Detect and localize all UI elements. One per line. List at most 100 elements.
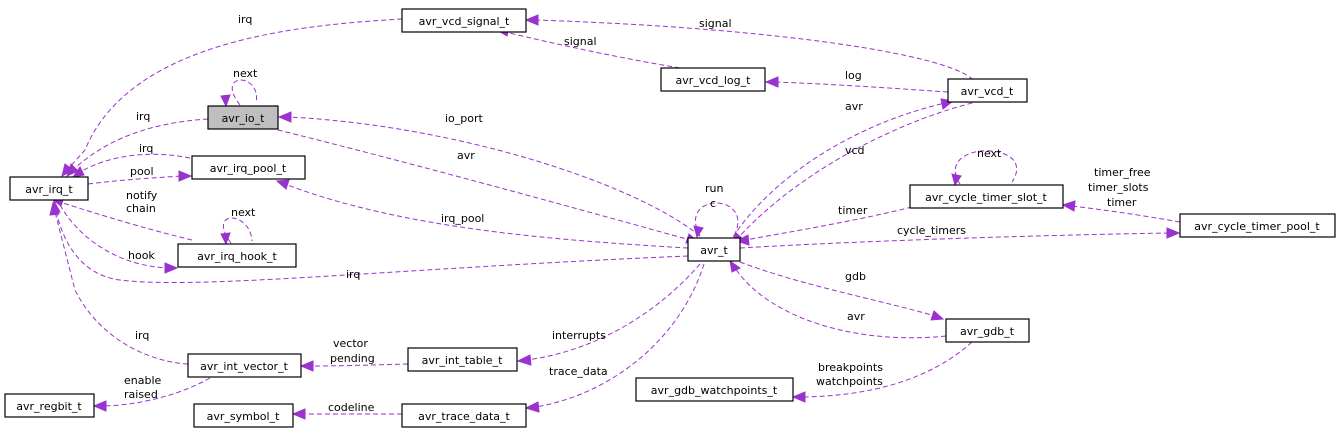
node-label: avr_irq_t: [25, 183, 73, 196]
node-avr-vcd-log-t[interactable]: avr_vcd_log_t: [660, 67, 766, 92]
label-irq-vector: irq: [135, 329, 149, 342]
label-notify: notify: [126, 189, 158, 202]
label-vector: vector: [333, 337, 368, 350]
label-run: run: [705, 182, 723, 195]
label-next-hook: next: [231, 206, 256, 219]
label-timer-free: timer_free: [1094, 166, 1151, 179]
node-avr-int-table-t[interactable]: avr_int_table_t: [407, 347, 518, 372]
node-label: avr_io_t: [222, 112, 266, 125]
label-irq-signal: irq: [238, 13, 252, 26]
label-signal-log: signal: [564, 35, 597, 48]
node-label: avr_gdb_t: [960, 325, 1015, 338]
edge-vcd-to-vcd-signal: [524, 14, 974, 81]
edge-avr-to-gdb: [739, 261, 945, 321]
label-raised: raised: [124, 388, 158, 401]
node-label: avr_trace_data_t: [418, 410, 510, 423]
edge-io-next-self: [220, 79, 257, 108]
node-avr-vcd-signal-t[interactable]: avr_vcd_signal_t: [401, 8, 527, 33]
edge-irq-to-irq-hook: [59, 204, 179, 274]
node-label: avr_cycle_timer_slot_t: [925, 191, 1047, 204]
label-chain: chain: [126, 202, 156, 215]
node-avr-gdb-t[interactable]: avr_gdb_t: [945, 318, 1030, 343]
node-label: avr_gdb_watchpoints_t: [651, 384, 778, 397]
node-label: avr_regbit_t: [16, 400, 82, 413]
edge-int-vector-to-regbit: [92, 377, 211, 412]
label-avr-io: avr: [457, 149, 475, 162]
node-avr-cycle-timer-pool-t[interactable]: avr_cycle_timer_pool_t: [1179, 213, 1336, 238]
edge-irq-hook-to-irq: [50, 196, 193, 241]
node-label: avr_irq_hook_t: [197, 250, 277, 263]
label-cycle-timers: cycle_timers: [897, 224, 966, 237]
node-avr-irq-pool-t[interactable]: avr_irq_pool_t: [191, 155, 306, 180]
node-label: avr_vcd_log_t: [676, 74, 752, 87]
label-enable: enable: [124, 374, 162, 387]
edge-irq-to-irq-pool: [87, 170, 193, 185]
label-avr-vcd: avr: [845, 100, 863, 113]
label-watchpoints: watchpoints: [816, 375, 883, 388]
edge-timer-slot-next-self: [951, 150, 1018, 187]
label-interrupts: interrupts: [552, 329, 606, 342]
label-breakpoints: breakpoints: [818, 361, 883, 374]
node-avr-trace-data-t[interactable]: avr_trace_data_t: [401, 403, 527, 428]
label-vcd: vcd: [845, 144, 865, 157]
label-pending: pending: [330, 352, 375, 365]
node-avr-gdb-watchpoints-t[interactable]: avr_gdb_watchpoints_t: [635, 377, 794, 402]
label-pool: pool: [130, 165, 154, 178]
edges: [49, 14, 1181, 420]
node-avr-cycle-timer-slot-t[interactable]: avr_cycle_timer_slot_t: [909, 184, 1064, 209]
node-label: avr_int_table_t: [422, 354, 503, 367]
edge-avr-to-irq-pool: [275, 179, 689, 249]
node-label: avr_t: [700, 244, 728, 257]
edge-timer-slot-to-avr: [735, 206, 913, 246]
edge-avr-to-int-table: [516, 263, 701, 366]
node-label: avr_irq_pool_t: [210, 162, 287, 175]
node-label: avr_int_vector_t: [200, 360, 289, 373]
edge-trace-data-to-symbol: [291, 408, 403, 420]
node-label: avr_vcd_signal_t: [419, 15, 510, 28]
label-hook: hook: [128, 249, 155, 262]
node-avr-symbol-t[interactable]: avr_symbol_t: [193, 403, 294, 428]
edge-vcd-signal-to-irq: [61, 18, 403, 177]
label-log: log: [845, 69, 862, 82]
edge-int-vector-to-irq: [49, 201, 189, 365]
label-next-slot: next: [977, 147, 1002, 160]
node-avr-int-vector-t[interactable]: avr_int_vector_t: [187, 353, 302, 378]
label-io-port: io_port: [445, 112, 484, 125]
edge-avr-to-trace-data: [524, 263, 705, 413]
label-irq-io: irq: [136, 110, 150, 123]
label-irq-pool-link: irq_pool: [441, 212, 484, 225]
label-signal-vcd: signal: [699, 17, 732, 30]
edge-vcd-to-vcd-log: [764, 76, 949, 93]
edge-avr-to-timer-pool: [739, 227, 1181, 249]
label-timer-slots: timer_slots: [1088, 181, 1149, 194]
node-avr-vcd-t[interactable]: avr_vcd_t: [947, 78, 1028, 103]
node-avr-regbit-t[interactable]: avr_regbit_t: [4, 393, 95, 418]
node-label: avr_symbol_t: [207, 410, 280, 423]
label-codeline: codeline: [328, 401, 375, 414]
edge-timer-pool-to-timer-slot: [1061, 200, 1181, 223]
edge-labels: irq signal signal log next irq io_port a…: [124, 13, 1151, 414]
node-label: avr_vcd_t: [961, 85, 1014, 98]
edge-int-table-to-int-vector: [299, 360, 409, 372]
node-avr-t[interactable]: avr_t: [687, 237, 741, 262]
edge-io-to-avr: [269, 127, 700, 244]
edge-avr-to-io-ioport: [277, 111, 701, 237]
edge-gdb-to-avr: [729, 259, 947, 339]
label-irq-pool: irq: [139, 142, 153, 155]
edge-irq-hook-next-self: [220, 217, 253, 246]
edge-gdb-to-gdb-watchpoints: [791, 341, 973, 403]
label-c: c: [710, 197, 716, 210]
label-trace-data: trace_data: [549, 365, 608, 378]
label-timer: timer: [838, 204, 868, 217]
label-avr-gdb: avr: [847, 310, 865, 323]
label-next-io: next: [233, 67, 258, 80]
label-gdb: gdb: [845, 270, 866, 283]
node-avr-io-t[interactable]: avr_io_t: [207, 105, 279, 130]
edge-irq-pool-to-irq: [71, 153, 191, 178]
label-irq-avr: irq: [346, 268, 360, 281]
node-avr-irq-hook-t[interactable]: avr_irq_hook_t: [177, 243, 297, 268]
label-timer-pool: timer: [1107, 196, 1137, 209]
nodes: avr_vcd_signal_t avr_vcd_log_t avr_vcd_t…: [4, 8, 1336, 428]
node-avr-irq-t[interactable]: avr_irq_t: [9, 176, 89, 201]
